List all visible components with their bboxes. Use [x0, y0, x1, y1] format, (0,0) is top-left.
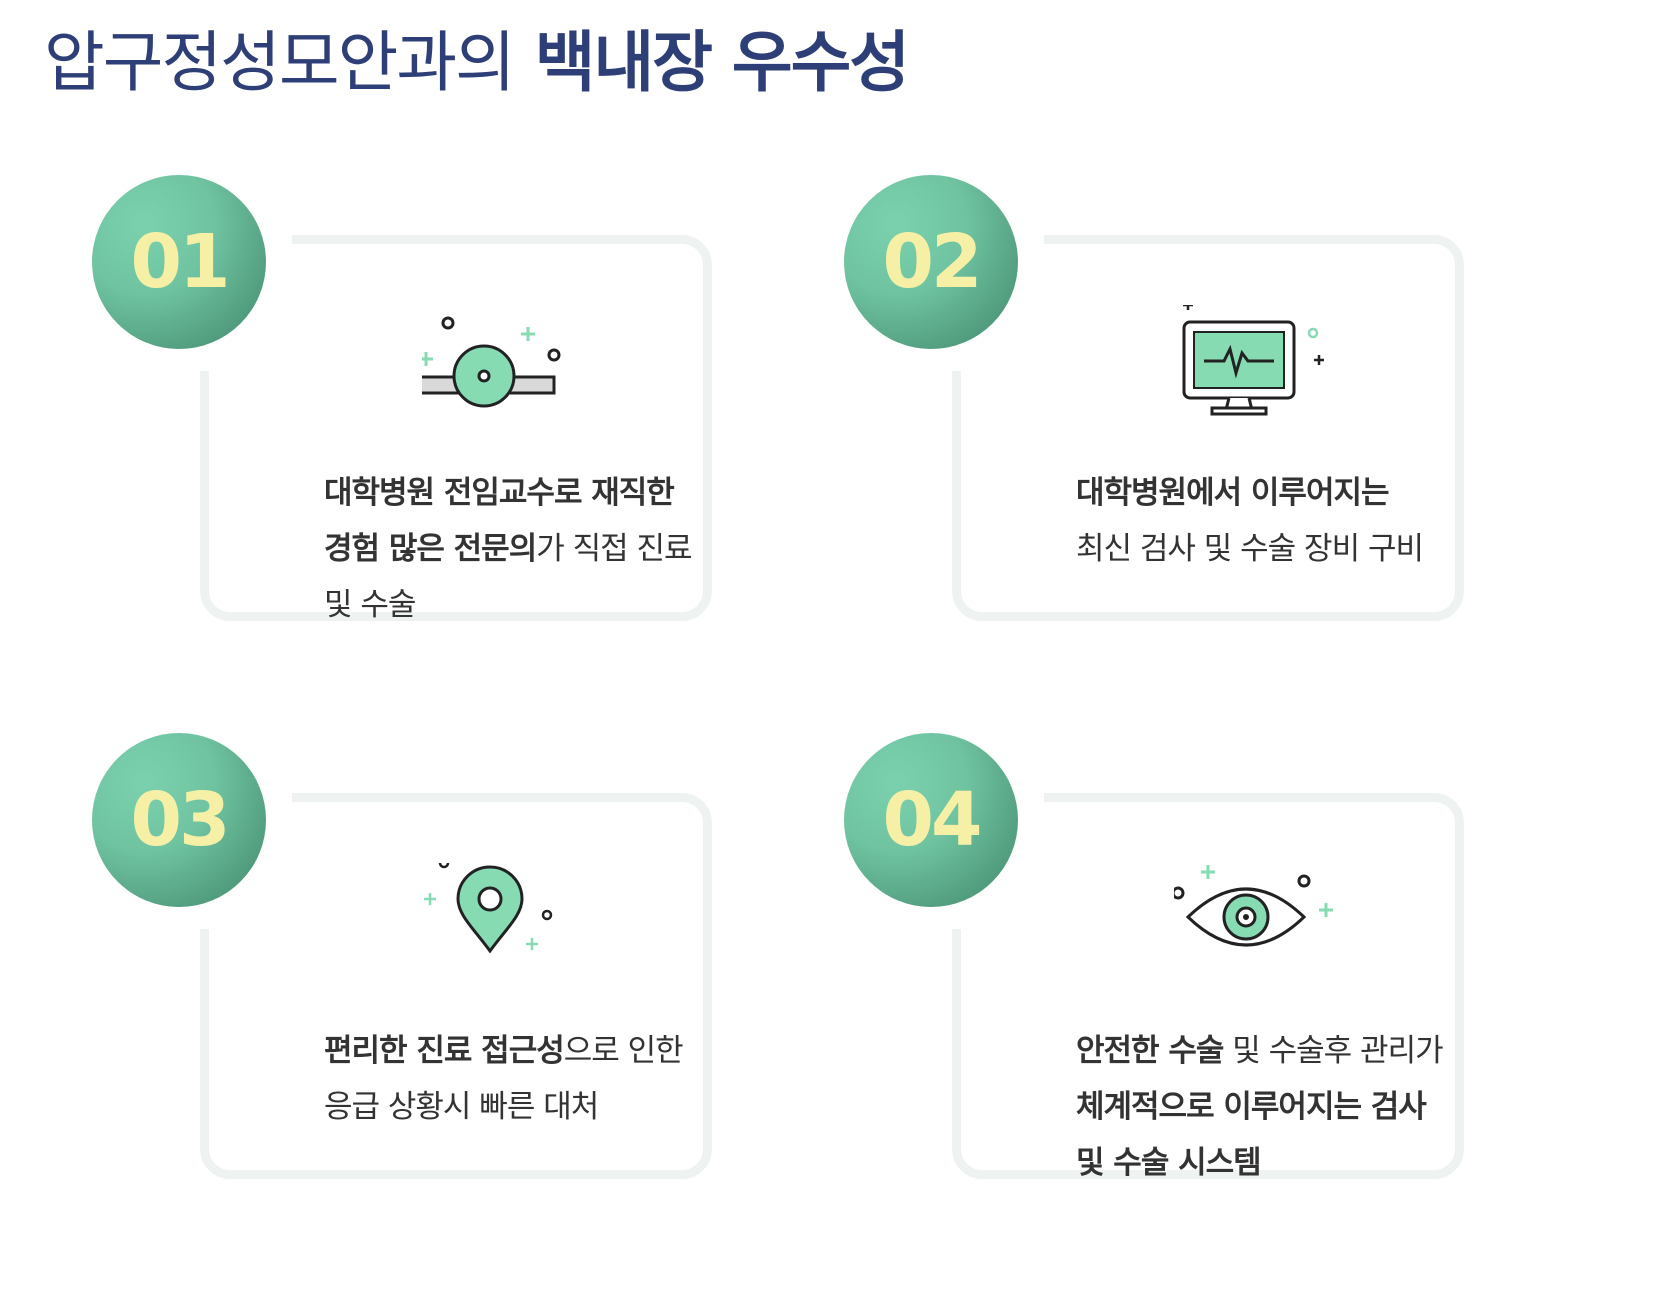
description-line: 대학병원에서 이루어지는: [1076, 465, 1446, 521]
description-line: 대학병원 전임교수로 재직한: [324, 465, 694, 521]
number-badge: 02: [844, 175, 1018, 349]
eye-lens-icon: [416, 305, 602, 445]
description-text: 으로 인한: [563, 1033, 684, 1069]
location-pin-icon: [422, 857, 602, 1003]
card-frame: [952, 235, 1464, 621]
description-line: 및 수술: [324, 577, 694, 633]
description-line: 경험 많은 전문의가 직접 진료: [324, 521, 694, 577]
description-text: 가 직접 진료: [536, 531, 692, 567]
badge-number: 03: [130, 777, 231, 863]
description-text-bold: 및 수술 시스템: [1076, 1145, 1262, 1181]
page-title-light: 압구정성모안과의: [44, 24, 516, 101]
badge-number: 02: [882, 219, 983, 305]
card-frame: [200, 235, 712, 621]
page-title-strong: 백내장 우수성: [534, 24, 910, 101]
description-line: 응급 상황시 빠른 대처: [324, 1079, 694, 1135]
number-badge: 01: [92, 175, 266, 349]
description-text: 응급 상황시 빠른 대처: [324, 1089, 599, 1125]
description-line: 안전한 수술 및 수술후 관리가: [1076, 1023, 1446, 1079]
description-text-bold: 대학병원에서 이루어지는: [1076, 475, 1390, 511]
description-line: 편리한 진료 접근성으로 인한: [324, 1023, 694, 1079]
description-line: 최신 검사 및 수술 장비 구비: [1076, 521, 1446, 577]
description-text-bold: 대학병원 전임교수로 재직한: [324, 475, 675, 511]
badge-number: 04: [882, 777, 983, 863]
eye-icon: [1171, 863, 1354, 1003]
description-text-bold: 안전한 수술: [1076, 1033, 1224, 1069]
description-text-bold: 체계적으로 이루어지는 검사: [1076, 1089, 1427, 1125]
monitor-heartbeat-icon: [1160, 300, 1354, 445]
page-title: 압구정성모안과의 백내장 우수성: [44, 18, 910, 108]
card-frame: [952, 793, 1464, 1179]
number-badge: 04: [844, 733, 1018, 907]
description-text-bold: 편리한 진료 접근성: [324, 1033, 565, 1069]
description-text: 최신 검사 및 수술 장비 구비: [1076, 531, 1424, 567]
badge-number: 01: [130, 219, 231, 305]
number-badge: 03: [92, 733, 266, 907]
description-text-bold: 경험 많은 전문의: [324, 531, 537, 567]
card-frame: [200, 793, 712, 1179]
description-text: 및 수술: [324, 587, 416, 623]
description-line: 및 수술 시스템: [1076, 1135, 1446, 1191]
description-text: 및 수술후 관리가: [1223, 1033, 1443, 1069]
description-line: 체계적으로 이루어지는 검사: [1076, 1079, 1446, 1135]
